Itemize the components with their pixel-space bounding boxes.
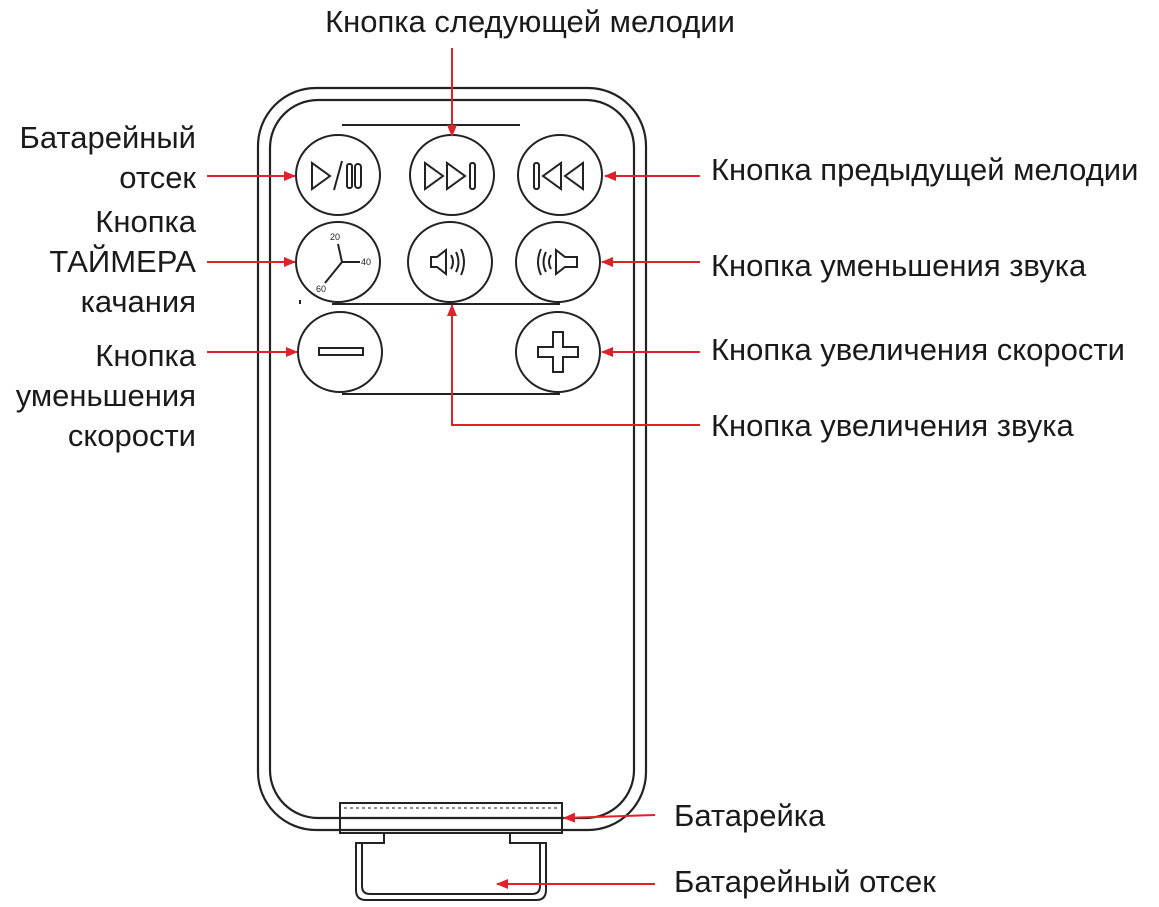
label-speed-up: Кнопка увеличения скорости [711, 330, 1125, 370]
next-melody-button[interactable] [409, 134, 495, 216]
label-prev-melody: Кнопка предыдущей мелодии [711, 150, 1138, 190]
label-line: Кнопка увеличения звука [711, 408, 1074, 443]
label-volume-up: Кнопка увеличения звука [711, 406, 1074, 446]
speed-down-button[interactable] [297, 311, 383, 393]
speaker-down-icon [537, 247, 578, 277]
label-battery-compartment-top: Батарейный отсек [0, 118, 196, 198]
label-line: Кнопка предыдущей мелодии [711, 152, 1139, 187]
arrow-volume-up [447, 304, 700, 426]
timer-button[interactable]: 20 40 60 [295, 221, 381, 303]
minus-icon [318, 347, 364, 356]
leader-arrows [207, 48, 700, 889]
label-line: скорости [67, 418, 196, 453]
label-next-melody-text: Кнопка следующей мелодии [325, 4, 735, 39]
label-battery: Батарейка [674, 796, 825, 836]
battery-compartment [355, 833, 547, 901]
label-line: Кнопка уменьшения звука [711, 248, 1087, 283]
label-next-melody: Кнопка следующей мелодии [300, 2, 760, 42]
speaker-up-icon [430, 247, 465, 277]
next-track-icon [424, 161, 476, 191]
previous-track-icon [533, 161, 584, 191]
label-line: ТАЙМЕРА [49, 244, 196, 279]
timer-mark-60: 60 [316, 284, 326, 294]
clock-icon: 20 40 60 [316, 232, 371, 294]
remote-body [256, 86, 648, 832]
volume-down-button[interactable] [515, 221, 601, 303]
previous-melody-button[interactable] [517, 134, 603, 216]
timer-mark-40: 40 [361, 257, 371, 267]
label-line: Кнопка [95, 338, 196, 373]
label-line: Батарейный [19, 120, 196, 155]
play-pause-button[interactable] [295, 134, 381, 216]
label-battery-compartment-bottom: Батарейный отсек [674, 862, 936, 902]
volume-up-button[interactable] [407, 221, 493, 303]
label-speed-down: Кнопка уменьшения скорости [0, 336, 196, 456]
label-volume-down: Кнопка уменьшения звука [711, 246, 1086, 286]
label-line: Кнопка [95, 204, 196, 239]
arrow-battery [563, 812, 656, 823]
label-line: уменьшения [15, 378, 196, 413]
timer-mark-20: 20 [330, 232, 340, 242]
label-line: Батарейка [674, 798, 826, 833]
battery [339, 802, 563, 834]
speed-up-button[interactable] [515, 311, 601, 393]
label-line: Кнопка увеличения скорости [711, 332, 1125, 367]
label-line: Батарейный отсек [674, 864, 936, 899]
play-pause-icon [311, 160, 362, 191]
label-line: качания [80, 284, 196, 319]
label-timer: Кнопка ТАЙМЕРА качания [0, 202, 196, 322]
plus-icon [537, 331, 579, 373]
label-line: отсек [119, 160, 196, 195]
